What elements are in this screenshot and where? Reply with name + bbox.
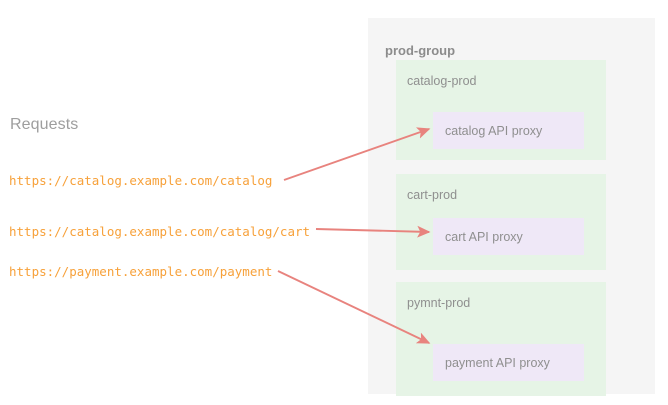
- proxy-label-cart: cart API proxy: [445, 229, 523, 244]
- environment-panel-cart-prod: cart-prod cart API proxy: [396, 174, 606, 270]
- request-url-catalog: https://catalog.example.com/catalog: [9, 173, 273, 188]
- prod-group-panel: prod-group catalog-prod catalog API prox…: [368, 18, 655, 396]
- requests-heading: Requests: [10, 116, 79, 133]
- proxy-label-catalog: catalog API proxy: [445, 123, 543, 138]
- proxy-box-payment: payment API proxy: [433, 344, 584, 381]
- request-url-payment: https://payment.example.com/payment: [9, 264, 273, 279]
- environment-title-cart-prod: cart-prod: [407, 188, 458, 202]
- request-url-catalog-cart: https://catalog.example.com/catalog/cart: [9, 224, 311, 239]
- prod-group-title: prod-group: [385, 43, 456, 58]
- proxy-label-payment: payment API proxy: [445, 355, 550, 370]
- proxy-box-catalog: catalog API proxy: [433, 112, 584, 149]
- environment-panel-pymnt-prod: pymnt-prod payment API proxy: [396, 282, 606, 396]
- environment-title-catalog-prod: catalog-prod: [407, 74, 477, 88]
- proxy-box-cart: cart API proxy: [433, 218, 584, 255]
- environment-title-pymnt-prod: pymnt-prod: [407, 296, 471, 310]
- requests-panel: Requests https://catalog.example.com/cat…: [9, 116, 311, 279]
- environment-panel-catalog-prod: catalog-prod catalog API proxy: [396, 60, 606, 160]
